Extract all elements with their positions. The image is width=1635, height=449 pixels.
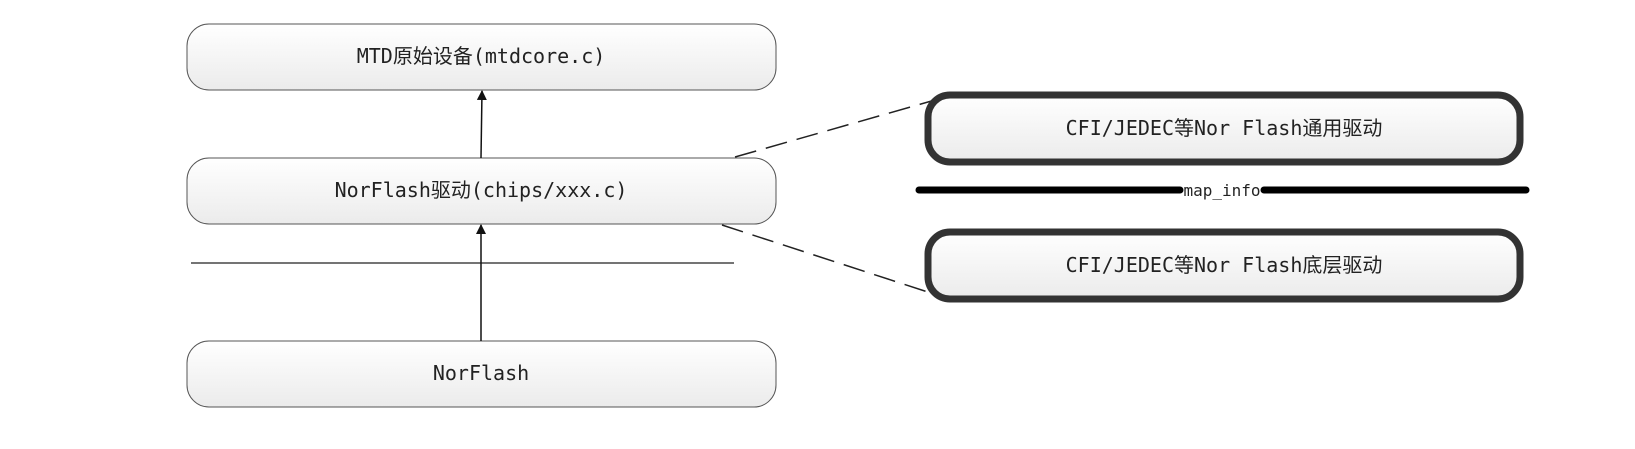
norflash-node: NorFlash — [186, 340, 777, 408]
mtd-core-node: MTD原始设备(mtdcore.c) — [186, 23, 777, 91]
arrow-driver-to-mtd — [476, 90, 487, 159]
dashed-connector-upper — [734, 99, 936, 158]
map-info-label: map_info — [1183, 181, 1260, 200]
norflash-label: NorFlash — [433, 361, 529, 385]
cfi-low-level-driver-node: CFI/JEDEC等Nor Flash底层驱动 — [924, 228, 1524, 303]
cfi-generic-driver-node: CFI/JEDEC等Nor Flash通用驱动 — [924, 91, 1524, 166]
norflash-driver-label: NorFlash驱动(chips/xxx.c) — [335, 178, 628, 202]
dashed-connector-lower — [721, 224, 941, 297]
norflash-driver-node: NorFlash驱动(chips/xxx.c) — [186, 157, 777, 225]
cfi-generic-driver-label: CFI/JEDEC等Nor Flash通用驱动 — [1066, 116, 1383, 140]
mtd-core-label: MTD原始设备(mtdcore.c) — [357, 44, 606, 68]
cfi-low-level-driver-label: CFI/JEDEC等Nor Flash底层驱动 — [1066, 253, 1383, 277]
map-info-bar: map_info — [915, 181, 1530, 200]
